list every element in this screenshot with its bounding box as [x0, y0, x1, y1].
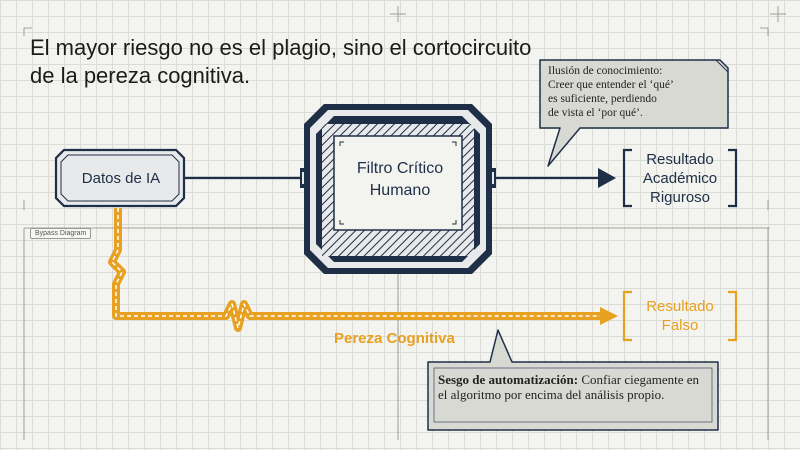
- callout-ilusion-line-3: es suficiente, perdiendo: [548, 93, 657, 105]
- callout-ilusion-line-4: de vista el ‘por qué’.: [548, 107, 643, 119]
- rigorous-arrowhead: [598, 168, 616, 188]
- datos-de-ia-label: Datos de IA: [81, 169, 161, 187]
- resultado-falso-brackets: [622, 290, 738, 342]
- res-academico-line-3: Riguroso: [649, 189, 711, 206]
- datos-box: [54, 148, 186, 208]
- res-academico-line-1: Resultado: [646, 151, 714, 168]
- pereza-cognitiva-label: Pereza Cognitiva: [334, 330, 455, 347]
- res-academico-line-2: Académico: [642, 170, 718, 187]
- filtro-critico-node: Filtro Crítico Humano: [332, 140, 468, 220]
- callout-sesgo-heading: Sesgo de automatización:: [438, 372, 579, 387]
- title-line-2: de la pereza cognitiva.: [30, 63, 251, 88]
- bypass-path: [108, 208, 602, 332]
- resultado-falso-node: Resultado Falso: [628, 297, 732, 335]
- resultado-academico-node: Resultado Académico Riguroso: [628, 150, 732, 207]
- callout-sesgo-body: Confiar ciegamente en el algoritmo por e…: [438, 372, 700, 402]
- callout-sesgo-bubble: [427, 329, 719, 431]
- callout-sesgo-text: Sesgo de automatización: Confiar ciegame…: [438, 372, 708, 402]
- callout-ilusion-line-2: Creer que entender el ‘qué’: [548, 79, 674, 91]
- callout-ilusion-bubble: [539, 59, 729, 167]
- bypass-arrowhead: [600, 307, 618, 325]
- title-line-1: El mayor riesgo no es el plagio, sino el…: [30, 35, 532, 60]
- page-title: El mayor riesgo no es el plagio, sino el…: [30, 34, 590, 90]
- filtro-label-line-1: Filtro Crítico: [356, 160, 444, 177]
- resultado-academico-brackets: [622, 148, 738, 208]
- filtro-label-line-2: Humano: [369, 182, 431, 199]
- callout-ilusion-line-1: Ilusión de conocimiento:: [548, 65, 663, 77]
- res-falso-line-1: Resultado: [646, 298, 714, 315]
- callout-ilusion-text: Ilusión de conocimiento: Creer que enten…: [548, 64, 718, 120]
- filtro-chip: [300, 104, 496, 274]
- res-falso-line-2: Falso: [661, 317, 699, 334]
- datos-de-ia-node: Datos de IA: [62, 152, 180, 204]
- bypass-diagram-tag: Bypass Diagram: [30, 228, 92, 239]
